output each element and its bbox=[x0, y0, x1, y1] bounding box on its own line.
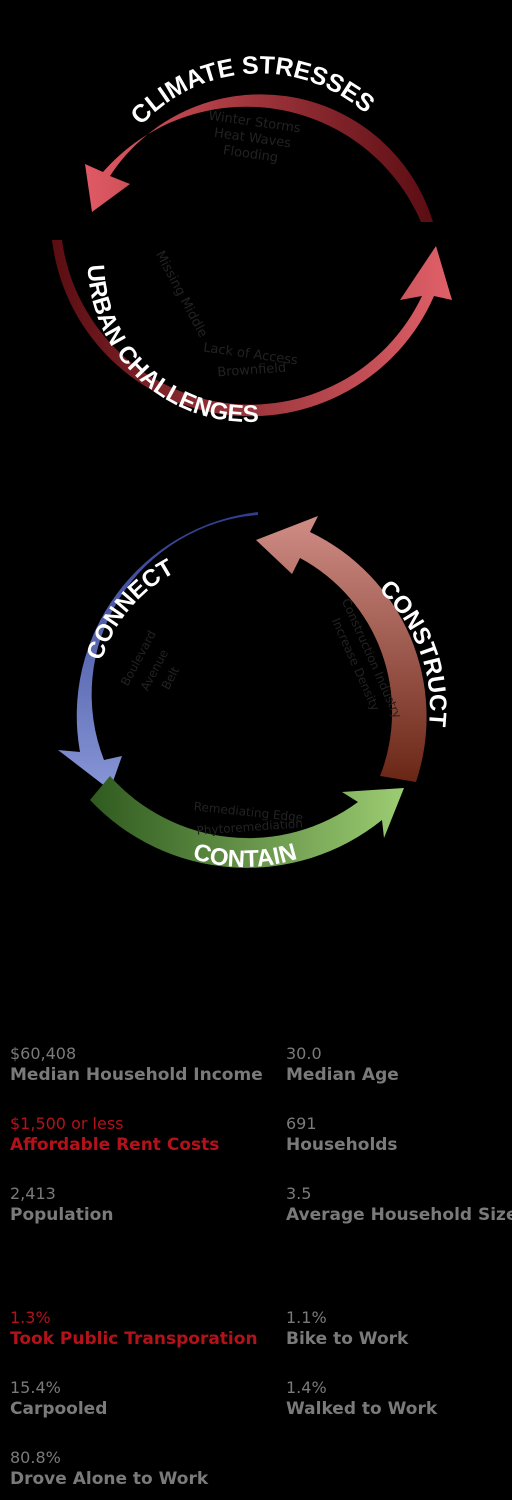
stat-label: Households bbox=[286, 1135, 398, 1155]
stat-label: Population bbox=[10, 1205, 114, 1225]
stat-value: 80.8% bbox=[10, 1448, 61, 1467]
stat-median-age: 30.0 Median Age bbox=[286, 1044, 512, 1086]
stat-value: 691 bbox=[286, 1114, 317, 1133]
connect-title: CONNECT bbox=[81, 554, 178, 663]
stat-value: 1.3% bbox=[10, 1308, 51, 1327]
stat-value: 1.4% bbox=[286, 1378, 327, 1397]
stat-label: Walked to Work bbox=[286, 1399, 438, 1419]
urban-item-missing-middle: Missing Middle bbox=[152, 249, 210, 340]
stat-value: 30.0 bbox=[286, 1044, 322, 1063]
stat-label: Median Household Income bbox=[10, 1065, 263, 1085]
stat-households: 691 Households bbox=[286, 1114, 512, 1156]
stat-label: Drove Alone to Work bbox=[10, 1469, 209, 1489]
stat-label: Average Household Size bbox=[286, 1205, 512, 1225]
connect-arrow bbox=[58, 512, 258, 790]
climate-stresses-arrow bbox=[85, 94, 433, 222]
stat-value: 1.1% bbox=[286, 1308, 327, 1327]
stat-population: 2,413 Population bbox=[10, 1184, 250, 1226]
stat-carpooled: 15.4% Carpooled bbox=[10, 1378, 250, 1420]
stat-value: 3.5 bbox=[286, 1184, 312, 1203]
stat-label: Bike to Work bbox=[286, 1329, 409, 1349]
urban-item-2: Brownfield bbox=[217, 361, 287, 381]
stat-affordable-rent: $1,500 or less Affordable Rent Costs bbox=[10, 1114, 250, 1156]
stat-median-household-income: $60,408 Median Household Income bbox=[10, 1044, 263, 1086]
contain-arrow bbox=[90, 776, 404, 868]
climate-urban-cycle: CLIMATE STRESSES Winter Storms Heat Wave… bbox=[52, 51, 452, 428]
stat-value: 2,413 bbox=[10, 1184, 56, 1203]
stat-label: Median Age bbox=[286, 1065, 399, 1085]
stat-value: $1,500 or less bbox=[10, 1114, 124, 1133]
stat-label: Took Public Transporation bbox=[10, 1329, 258, 1349]
stat-walked-to-work: 1.4% Walked to Work bbox=[286, 1378, 512, 1420]
stat-public-transportation: 1.3% Took Public Transporation bbox=[10, 1308, 258, 1350]
stat-drove-alone: 80.8% Drove Alone to Work bbox=[10, 1448, 250, 1490]
stat-average-household-size: 3.5 Average Household Size bbox=[286, 1184, 512, 1226]
stat-value: $60,408 bbox=[10, 1044, 77, 1063]
connect-construct-contain-cycle: CONNECT Boulevard Avenue Belt CONSTRUCT … bbox=[58, 512, 451, 873]
stat-label: Affordable Rent Costs bbox=[10, 1135, 220, 1155]
construct-arrow bbox=[256, 516, 427, 782]
stat-value: 15.4% bbox=[10, 1378, 61, 1397]
stat-bike-to-work: 1.1% Bike to Work bbox=[286, 1308, 512, 1350]
stat-label: Carpooled bbox=[10, 1399, 108, 1419]
